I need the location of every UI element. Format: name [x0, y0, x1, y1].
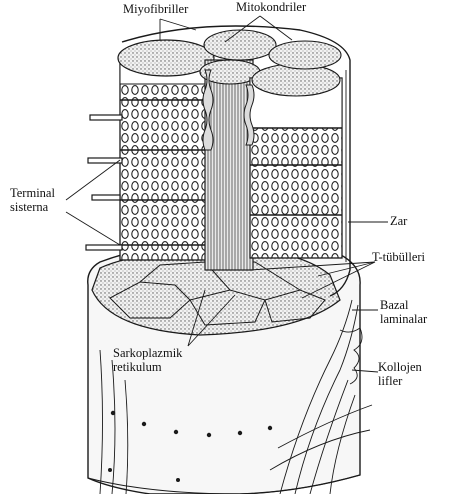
- cross-section-disc: [91, 247, 341, 336]
- right-myofibril: [249, 40, 343, 259]
- label-sr-line2: retikulum: [113, 360, 162, 375]
- label-mitochondria-text: Mitokondriler: [236, 0, 307, 14]
- label-collagen-line1: Kollojen: [378, 360, 422, 374]
- cylinder-pores: [108, 410, 273, 482]
- label-basal-lamina-line1: Bazal: [380, 298, 409, 312]
- label-membrane: Zar: [390, 214, 407, 228]
- label-terminal-cisterna: Terminal sisterna: [10, 186, 55, 215]
- label-mitochondria: Mitokondriler: [236, 0, 306, 14]
- t-tubule-pins: [85, 114, 123, 251]
- leader-lines: [65, 15, 388, 373]
- collagen-fibers: [99, 299, 373, 494]
- label-t-tubules-text: T-tübülleri: [372, 250, 426, 264]
- label-myofibrils: Miyofibriller: [123, 2, 188, 16]
- label-myofibrils-text: Miyofibriller: [123, 2, 189, 16]
- label-basal-lamina-line2: laminalar: [380, 312, 428, 327]
- label-terminal-cisterna-line2: sisterna: [10, 200, 49, 215]
- label-sr-line1: Sarkoplazmik: [113, 346, 183, 360]
- mitochondria-shapes: [202, 69, 255, 151]
- label-terminal-cisterna-line1: Terminal: [10, 186, 55, 200]
- label-t-tubules: T-tübülleri: [372, 250, 425, 264]
- label-membrane-text: Zar: [390, 214, 408, 228]
- label-sarcoplasmic-reticulum: Sarkoplazmik retikulum: [113, 346, 182, 375]
- left-myofibril: [117, 39, 215, 261]
- sarcolemma: [121, 25, 351, 297]
- label-basal-lamina: Bazal laminalar: [380, 298, 427, 327]
- label-collagen-line2: lifler: [378, 374, 403, 389]
- label-collagen-fibers: Kollojen lifler: [378, 360, 422, 389]
